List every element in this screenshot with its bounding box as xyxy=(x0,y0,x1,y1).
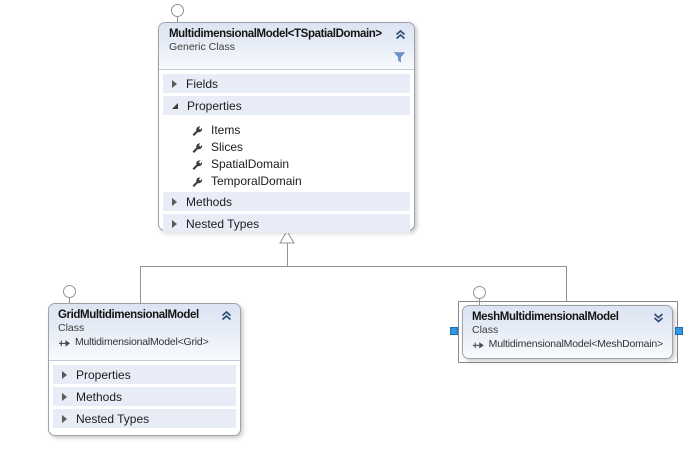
base-type-row: MultidimensionalModel<MeshDomain> xyxy=(472,338,663,350)
resize-handle-right[interactable] xyxy=(675,327,683,335)
chevron-double-up-icon[interactable] xyxy=(395,30,406,40)
connection-stem xyxy=(177,16,178,22)
compartment-list: Properties Methods Nested Types xyxy=(49,361,240,433)
class-kind-label: Class xyxy=(472,324,499,336)
class-kind-label: Generic Class xyxy=(169,41,235,53)
inheritance-connector-left-drop xyxy=(140,266,141,303)
filter-icon[interactable] xyxy=(394,52,405,63)
inheritance-connector-stem xyxy=(287,243,288,266)
expander-collapsed-icon[interactable] xyxy=(172,197,177,206)
header-divider xyxy=(49,360,240,361)
expander-expanded-icon[interactable] xyxy=(172,102,178,109)
wrench-icon xyxy=(192,125,203,136)
compartment-label: Methods xyxy=(76,389,123,404)
expander-collapsed-icon[interactable] xyxy=(62,370,67,379)
wrench-icon xyxy=(192,159,203,170)
connection-point-icon[interactable] xyxy=(473,286,486,299)
property-row-slices[interactable]: Slices xyxy=(163,138,410,155)
class-header: GridMultidimensionalModel Class Multidim… xyxy=(49,304,240,360)
property-label: Items xyxy=(211,122,241,137)
class-title: MultidimensionalModel<TSpatialDomain> xyxy=(169,28,382,40)
class-box-gridmultidimensionalmodel[interactable]: GridMultidimensionalModel Class Multidim… xyxy=(48,303,241,436)
chevron-double-down-icon[interactable] xyxy=(653,313,664,323)
base-type-arrow-icon xyxy=(472,342,484,349)
property-row-items[interactable]: Items xyxy=(163,121,410,138)
inheritance-triangle-icon xyxy=(279,230,295,244)
property-row-temporaldomain[interactable]: TemporalDomain xyxy=(163,172,410,189)
connection-point-icon[interactable] xyxy=(63,285,76,298)
property-row-spatialdomain[interactable]: SpatialDomain xyxy=(163,155,410,172)
class-kind-label: Class xyxy=(58,322,85,334)
base-type-label: MultidimensionalModel<Grid> xyxy=(75,336,209,348)
compartment-list: Fields Properties Items Slices xyxy=(159,70,414,238)
compartment-nested-types[interactable]: Nested Types xyxy=(53,409,236,428)
compartment-nested-types[interactable]: Nested Types xyxy=(163,214,410,233)
inheritance-connector-horizontal xyxy=(140,266,567,267)
header-divider xyxy=(159,69,414,70)
compartment-properties[interactable]: Properties xyxy=(163,96,410,115)
class-box-meshmultidimensionalmodel[interactable]: MeshMultidimensionalModel Class Multidim… xyxy=(462,305,673,359)
compartment-label: Properties xyxy=(76,367,131,382)
expander-collapsed-icon[interactable] xyxy=(62,414,67,423)
base-type-label: MultidimensionalModel<MeshDomain> xyxy=(488,338,664,350)
property-label: Slices xyxy=(211,139,244,154)
compartment-methods[interactable]: Methods xyxy=(163,192,410,211)
compartment-fields[interactable]: Fields xyxy=(163,74,410,93)
wrench-icon xyxy=(192,142,203,153)
chevron-double-up-icon[interactable] xyxy=(221,311,232,321)
compartment-methods[interactable]: Methods xyxy=(53,387,236,406)
expander-collapsed-icon[interactable] xyxy=(172,79,177,88)
class-header: MultidimensionalModel<TSpatialDomain> Ge… xyxy=(159,23,414,69)
compartment-label: Fields xyxy=(186,76,219,91)
class-title: MeshMultidimensionalModel xyxy=(472,311,619,323)
class-title: GridMultidimensionalModel xyxy=(58,309,199,321)
expander-collapsed-icon[interactable] xyxy=(172,219,177,228)
compartment-properties[interactable]: Properties xyxy=(53,365,236,384)
base-type-row: MultidimensionalModel<Grid> xyxy=(58,336,231,348)
connection-stem xyxy=(69,297,70,303)
compartment-label: Nested Types xyxy=(186,216,260,231)
property-label: SpatialDomain xyxy=(211,156,290,171)
inheritance-connector-right-drop xyxy=(566,266,567,301)
wrench-icon xyxy=(192,176,203,187)
expander-collapsed-icon[interactable] xyxy=(62,392,67,401)
class-box-multidimensionalmodel[interactable]: MultidimensionalModel<TSpatialDomain> Ge… xyxy=(158,22,415,233)
compartment-label: Methods xyxy=(186,194,233,209)
connection-point-icon[interactable] xyxy=(171,4,184,17)
resize-handle-left[interactable] xyxy=(450,327,458,335)
compartment-label: Nested Types xyxy=(76,411,150,426)
compartment-label: Properties xyxy=(187,98,242,113)
class-header: MeshMultidimensionalModel Class Multidim… xyxy=(463,306,672,358)
base-type-arrow-icon xyxy=(58,340,71,347)
property-label: TemporalDomain xyxy=(211,173,302,188)
